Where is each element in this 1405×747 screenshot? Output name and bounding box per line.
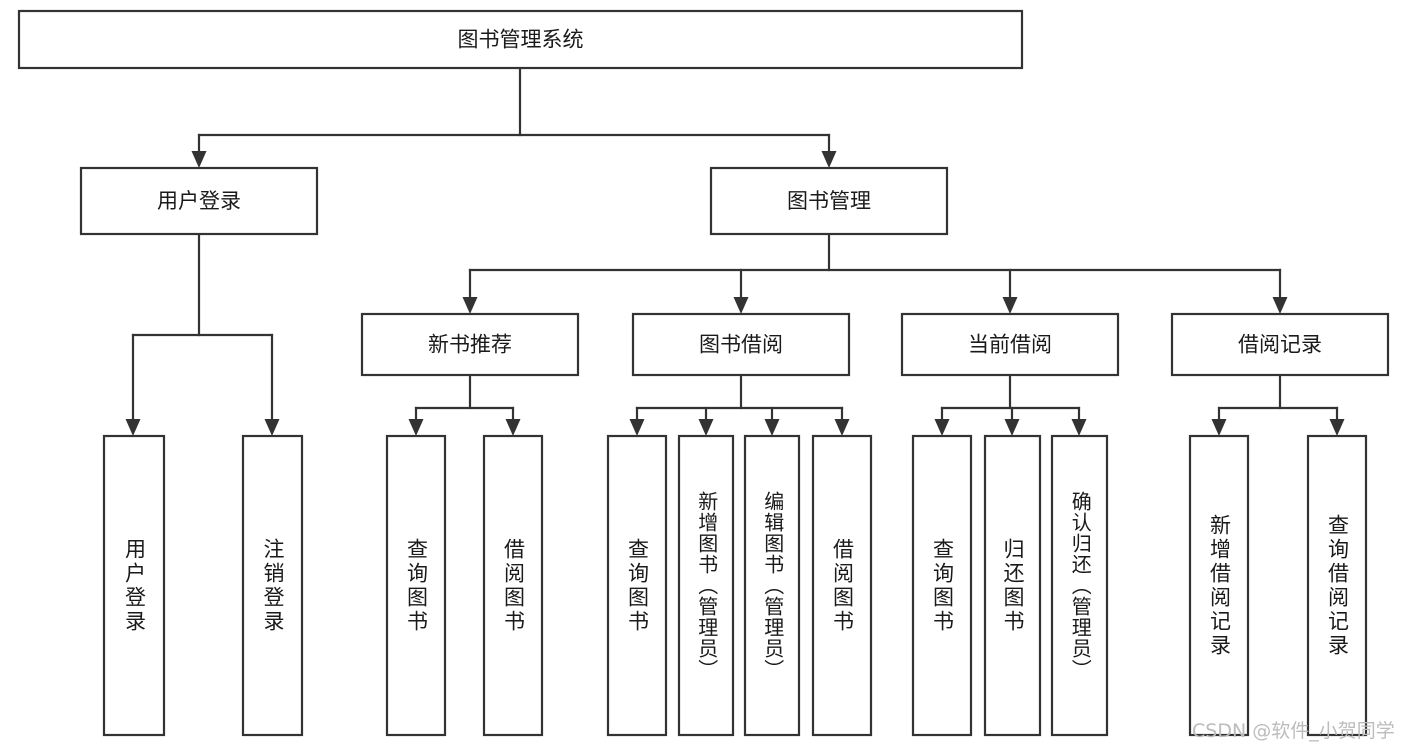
node-level2-label-0: 用户登录 xyxy=(157,189,241,213)
leaf-node-box-0[interactable] xyxy=(102,434,166,737)
arrow-head-grp2-1 xyxy=(1004,419,1020,436)
leaf-node-box-9[interactable] xyxy=(983,434,1042,737)
arrow-head-bookmgmt-1 xyxy=(733,297,749,314)
arrow-head-grp3-0 xyxy=(1211,419,1227,436)
node-level3-box-2[interactable] xyxy=(900,312,1120,377)
arrow-head-userlogin-1 xyxy=(264,419,280,436)
arrow-head-grp1-1 xyxy=(698,419,714,436)
node-level3-box-0[interactable] xyxy=(360,312,580,377)
connector-edges-layer xyxy=(125,66,1345,436)
node-boxes-layer xyxy=(17,9,1390,737)
leaf-node-box-5[interactable] xyxy=(677,434,735,737)
node-level2-label-1: 图书管理 xyxy=(787,189,871,213)
leaf-node-box-10[interactable] xyxy=(1050,434,1109,737)
leaf-node-box-4[interactable] xyxy=(606,434,668,737)
node-level3-label-0: 新书推荐 xyxy=(428,333,512,357)
arrow-head-userlogin-0 xyxy=(125,419,141,436)
arrow-head-bookmgmt-3 xyxy=(1272,297,1288,314)
node-root-box[interactable] xyxy=(17,9,1024,70)
leaf-node-box-2[interactable] xyxy=(385,434,447,737)
leaf-node-box-7[interactable] xyxy=(811,434,873,737)
arrow-head-bookmgmt-0 xyxy=(462,297,478,314)
leaf-node-box-6[interactable] xyxy=(743,434,801,737)
leaf-node-box-1[interactable] xyxy=(241,434,304,737)
arrow-head-grp2-0 xyxy=(934,419,950,436)
arrow-head-grp0-0 xyxy=(408,419,424,436)
arrow-head-grp1-0 xyxy=(629,419,645,436)
leaf-node-box-11[interactable] xyxy=(1188,434,1250,737)
leaf-node-box-8[interactable] xyxy=(911,434,973,737)
arrow-head-bookmgmt-2 xyxy=(1002,297,1018,314)
node-level3-box-3[interactable] xyxy=(1170,312,1390,377)
arrow-head-grp1-2 xyxy=(764,419,780,436)
arrow-head-grp1-3 xyxy=(834,419,850,436)
arrow-head-root-1 xyxy=(821,151,837,168)
node-level3-label-2: 当前借阅 xyxy=(968,333,1052,357)
leaf-node-box-12[interactable] xyxy=(1306,434,1368,737)
arrow-head-grp0-1 xyxy=(505,419,521,436)
node-level3-label-3: 借阅记录 xyxy=(1238,333,1322,357)
node-root-label: 图书管理系统 xyxy=(458,28,584,52)
node-level3-label-1: 图书借阅 xyxy=(699,333,783,357)
leaf-node-box-3[interactable] xyxy=(482,434,544,737)
arrow-head-grp2-2 xyxy=(1071,419,1087,436)
arrow-head-root-0 xyxy=(191,151,207,168)
arrow-head-grp3-1 xyxy=(1329,419,1345,436)
node-level2-box-0[interactable] xyxy=(79,166,319,236)
node-level3-box-1[interactable] xyxy=(631,312,851,377)
node-level2-box-1[interactable] xyxy=(709,166,949,236)
